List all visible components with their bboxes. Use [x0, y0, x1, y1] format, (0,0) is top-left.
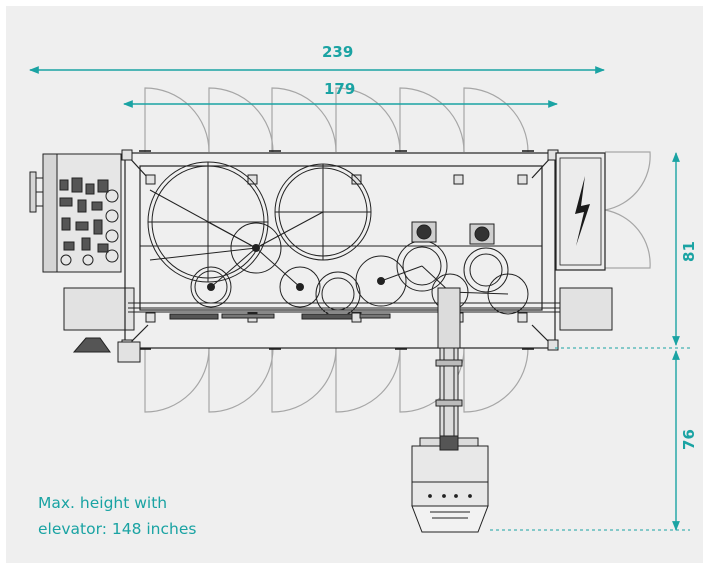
note-line-2: elevator: 148 inches	[38, 520, 197, 539]
elevator	[411, 287, 489, 533]
discharge-chute	[72, 337, 141, 363]
dimension-lines	[29, 66, 680, 531]
machine-width-label: 81	[679, 241, 698, 262]
door-hinges	[139, 150, 534, 350]
drums	[140, 161, 542, 283]
lightning-bolt-icon	[575, 176, 590, 246]
dimension-extensions	[490, 347, 690, 531]
overall-length-label: 239	[322, 43, 354, 61]
sprockets	[149, 189, 529, 317]
electrical-panel	[555, 152, 606, 271]
drawing-frame	[6, 6, 703, 563]
elevator-extension-label: 76	[679, 429, 698, 450]
conveyor-chain	[128, 302, 560, 320]
door-swing-right	[604, 151, 651, 269]
inner-length-label: 179	[324, 80, 356, 98]
max-height-note: Max. height with elevator: 148 inches	[38, 490, 196, 543]
note-line-1: Max. height with	[38, 494, 168, 512]
side-rails	[63, 287, 613, 331]
drive-motors	[411, 221, 495, 245]
control-cabinet	[29, 153, 122, 273]
frame-brackets	[121, 149, 559, 351]
door-swings-bottom	[144, 347, 529, 413]
